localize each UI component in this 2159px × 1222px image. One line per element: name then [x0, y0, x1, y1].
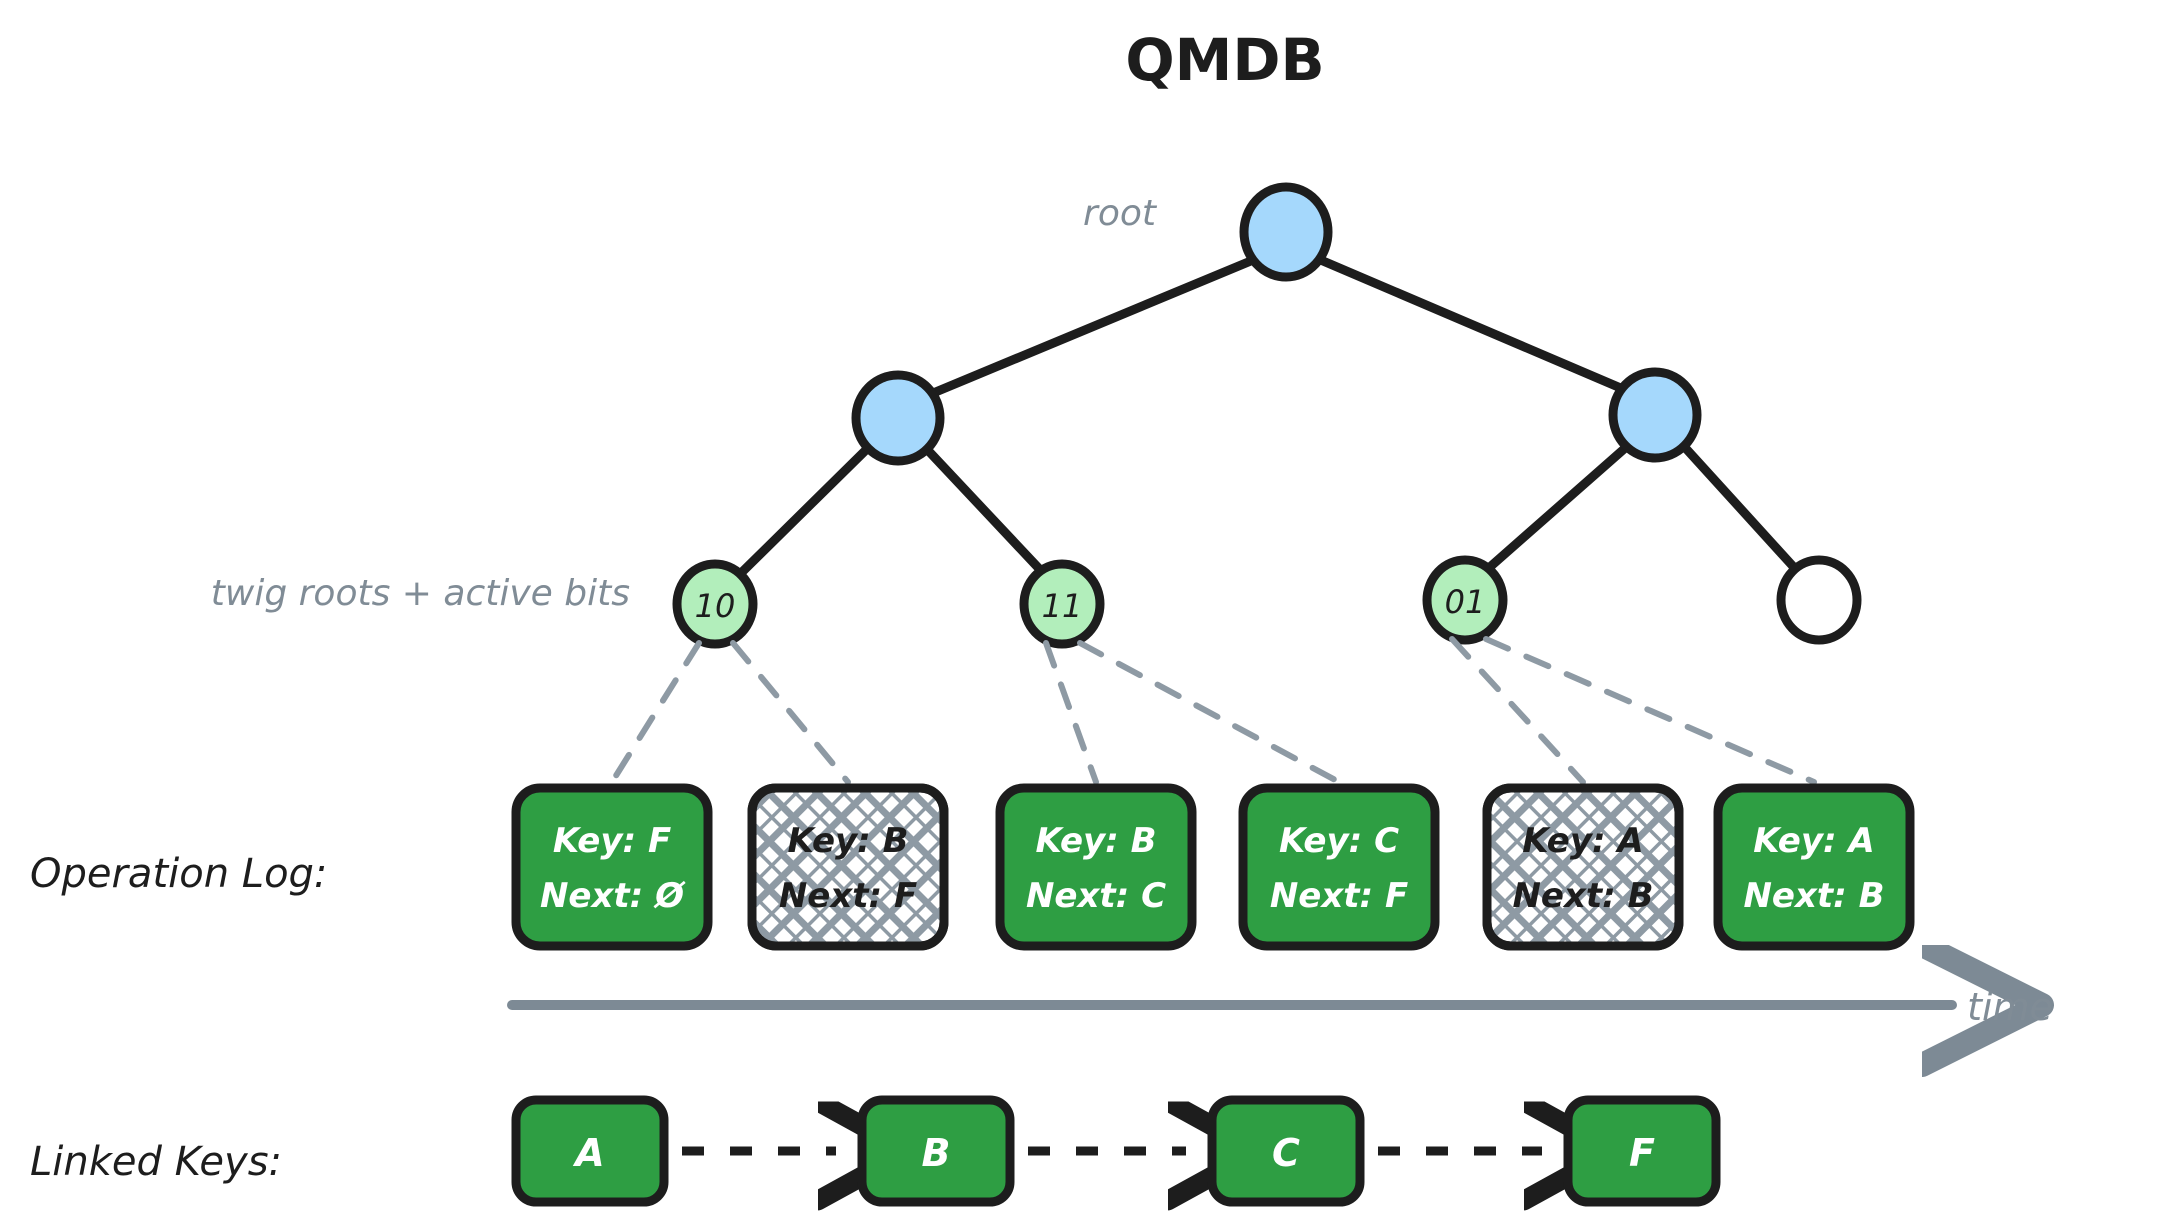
tree-edges [731, 253, 1805, 583]
linked-key-c-box[interactable] [1207, 1095, 1365, 1207]
linked-key-b-label: B [922, 1131, 951, 1175]
twig-node-empty[interactable] [1776, 555, 1862, 645]
op-log-entry-0-next: Next: Ø [540, 876, 686, 916]
linked-key-item[interactable]: F [1563, 1095, 1721, 1207]
op-log-entry-2-next: Next: C [1026, 876, 1166, 916]
edge-l2b-twig2 [1477, 437, 1637, 579]
connector-twig0-entry1 [730, 640, 851, 785]
twig-node-01[interactable] [1422, 555, 1508, 645]
linked-key-c-label: C [1272, 1131, 1300, 1175]
edge-l2b-twig3 [1675, 437, 1805, 579]
op-log-entry-4-key: Key: A [1522, 821, 1643, 861]
op-log-entry-1-hatch-overlay [752, 788, 944, 946]
root-label: root [1083, 193, 1158, 234]
tree-nodes: root twig roots + active bits 10 11 01 [211, 182, 1862, 649]
op-log-entry[interactable]: Key: B Next: F [747, 783, 949, 951]
linked-key-f-label: F [1629, 1131, 1655, 1175]
twig-node-10[interactable] [672, 559, 758, 649]
linked-key-item[interactable]: A [511, 1095, 669, 1207]
time-axis-label: time [1967, 985, 2053, 1029]
op-log-entry-5-box[interactable] [1713, 783, 1915, 951]
operation-log-label: Operation Log: [30, 851, 327, 897]
op-log-entry-4-hatch-overlay [1487, 788, 1679, 946]
linked-keys-label: Linked Keys: [30, 1139, 282, 1185]
operation-log-row: Key: F Next: Ø Key: B Next: F Key: B Nex… [511, 783, 1915, 951]
linked-key-b-box[interactable] [857, 1095, 1015, 1207]
op-log-entry[interactable]: Key: F Next: Ø [511, 783, 713, 951]
op-log-entry-2-key: Key: B [1035, 821, 1156, 861]
op-log-entry-4-next: Next: B [1512, 876, 1653, 916]
op-log-entry-3-next: Next: F [1270, 876, 1408, 916]
linked-key-f-box[interactable] [1563, 1095, 1721, 1207]
linked-key-a-box[interactable] [511, 1095, 669, 1207]
op-log-entry-1-key: Key: B [787, 821, 908, 861]
op-log-entry-5-next: Next: B [1743, 876, 1884, 916]
op-log-entry[interactable]: Key: B Next: C [995, 783, 1197, 951]
op-log-entry[interactable]: Key: A Next: B [1482, 783, 1684, 951]
linked-key-a-label: A [572, 1131, 604, 1175]
twig-to-log-connectors [609, 636, 1817, 785]
connector-twig0-entry0 [609, 640, 702, 785]
linked-key-item[interactable]: B [857, 1095, 1015, 1207]
op-log-entry[interactable]: Key: A Next: B [1713, 783, 1915, 951]
linked-key-item[interactable]: C [1207, 1095, 1365, 1207]
op-log-entry-1-next: Next: F [779, 876, 917, 916]
op-log-entry-3-box[interactable] [1238, 783, 1440, 951]
connector-twig1-entry3 [1077, 640, 1342, 785]
op-log-entry[interactable]: Key: C Next: F [1238, 783, 1440, 951]
page-title: QMDB [1125, 26, 1324, 94]
op-log-entry-4-outline [1482, 783, 1684, 951]
twig-roots-label: twig roots + active bits [211, 573, 630, 614]
connector-twig2-entry4 [1449, 636, 1586, 785]
tree-node-internal-left[interactable] [851, 370, 945, 466]
edge-root-left [921, 253, 1263, 401]
op-log-entry-3-key: Key: C [1279, 821, 1399, 861]
op-log-entry-1-outline [747, 783, 949, 951]
edge-root-right [1311, 253, 1635, 397]
edge-l2a-twig0 [731, 439, 877, 583]
connector-twig2-entry5 [1483, 636, 1817, 785]
tree-node-internal-right[interactable] [1608, 367, 1702, 463]
twig-node-11-label: 11 [1042, 587, 1083, 625]
op-log-entry-0-key: Key: F [553, 821, 671, 861]
edge-l2a-twig1 [917, 439, 1051, 581]
twig-node-11[interactable] [1019, 559, 1105, 649]
time-axis: time [507, 985, 2053, 1029]
op-log-entry-5-key: Key: A [1753, 821, 1874, 861]
twig-node-01-label: 01 [1445, 583, 1486, 621]
op-log-entry-2-box[interactable] [995, 783, 1197, 951]
twig-node-10-label: 10 [695, 587, 736, 625]
op-log-entry-0-box[interactable] [511, 783, 713, 951]
linked-keys-row: A B C F [511, 1095, 1721, 1207]
tree-node-root[interactable] [1239, 182, 1333, 282]
connector-twig1-entry2 [1043, 640, 1099, 785]
